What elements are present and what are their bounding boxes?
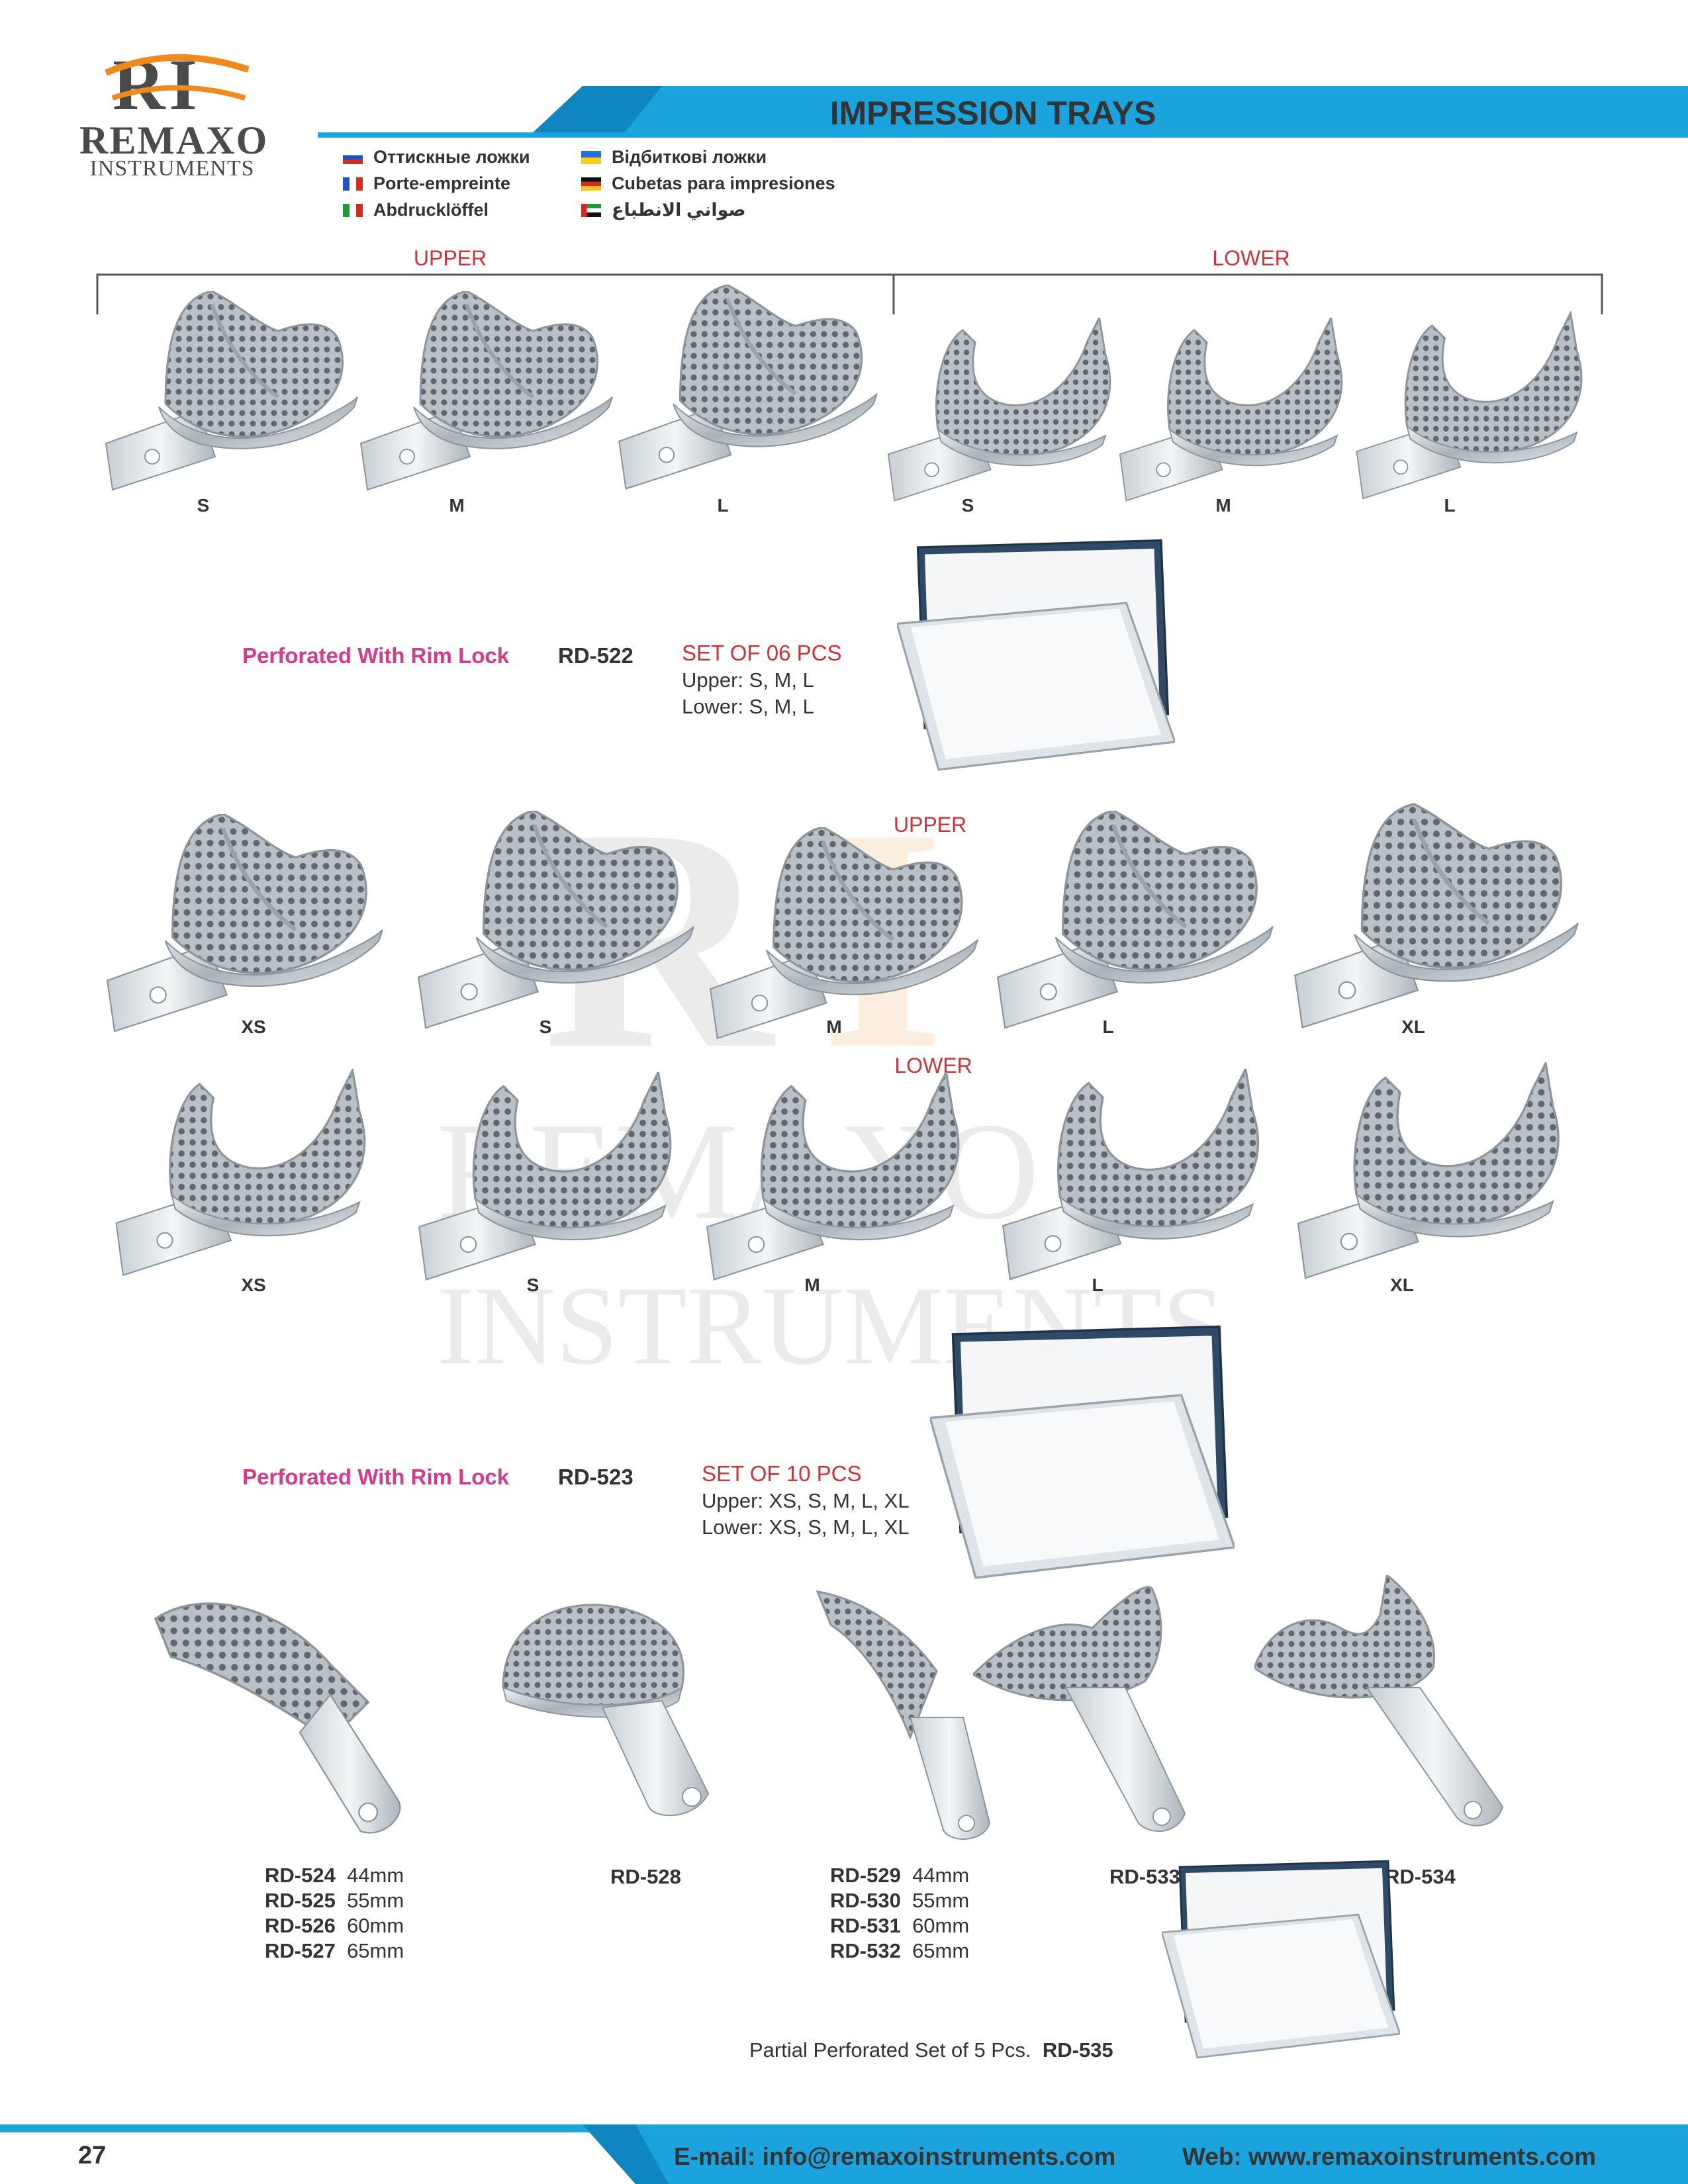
france-flag-icon (343, 177, 363, 191)
brand-subtitle: INSTRUMENTS (89, 156, 255, 181)
set-box-rd522-image (897, 539, 1175, 771)
footer-website[interactable]: Web: www.remaxoinstruments.com (1182, 2143, 1597, 2170)
upper-label: UPPER (413, 246, 487, 270)
brand-name: REMAXO (79, 118, 269, 162)
uae-flag-icon (581, 203, 601, 217)
tray-upper-m-image (354, 291, 619, 503)
rd524-527-list: RD-524 44mm RD-525 55mm RD-526 60mm RD-5… (265, 1863, 404, 1964)
tray-rd533-image (973, 1586, 1186, 1832)
footer-email[interactable]: E-mail: info@remaxoinstruments.com (674, 2143, 1116, 2170)
size-label: L (1444, 495, 1456, 516)
list-item: RD-530 55mm (830, 1889, 970, 1912)
header-band (318, 86, 1688, 138)
size-label: S (197, 495, 210, 516)
brand-logo-icon: R I (105, 46, 250, 119)
lang-ukrainian: Відбиткові ложки (581, 147, 767, 167)
tray-lower-xl-image (1297, 1062, 1560, 1279)
size-label: XL (1390, 1275, 1414, 1295)
size-label: L (1102, 1017, 1114, 1037)
page-number: 27 (78, 2142, 107, 2169)
list-item: RD-524 44mm (265, 1864, 404, 1887)
lang-italian: Abdrucklöffel (343, 200, 489, 220)
size-label: M (804, 1275, 820, 1295)
size-label: M (449, 495, 465, 516)
germany-flag-icon (581, 177, 601, 191)
page-title: IMPRESSION TRAYS (829, 95, 1156, 132)
size-label: XS (241, 1275, 266, 1295)
tray-lower-m2-image (706, 1072, 960, 1281)
list-item: RD-526 60mm (265, 1914, 404, 1937)
size-label: M (1215, 495, 1231, 516)
size-label: L (1092, 1275, 1103, 1295)
lang-french: Porte-empreinte (343, 173, 510, 194)
tray-upper-xs-image (99, 814, 391, 1046)
set-title: SET OF 10 PCS (702, 1461, 862, 1486)
size-label: S (539, 1017, 552, 1037)
tray-upper-l-image (612, 285, 884, 503)
list-item: RD-529 44mm (830, 1864, 970, 1887)
rd528-code: RD-528 (610, 1865, 681, 1888)
set-lower-line: Lower: S, M, L (682, 695, 814, 718)
tray-upper-s-image (99, 291, 364, 503)
lower-label: LOWER (1212, 246, 1290, 270)
tray-rd528-image (502, 1604, 710, 1817)
list-item: RD-531 60mm (830, 1914, 970, 1937)
tray-partial-rd524-image (154, 1602, 402, 1835)
set-upper-line: Upper: XS, S, M, L, XL (702, 1489, 910, 1512)
size-label: XS (241, 1017, 266, 1037)
size-label: L (717, 495, 729, 516)
tray-upper-xl-image (1288, 801, 1585, 1046)
set-lower-line: Lower: XS, S, M, L, XL (702, 1516, 910, 1539)
tray-lower-m-image (1119, 318, 1343, 502)
russia-flag-icon (343, 150, 363, 164)
rd534-code: RD-534 (1385, 1865, 1456, 1888)
set-title: SET OF 06 PCS (682, 641, 842, 665)
product-name: Perforated With Rim Lock (242, 1465, 510, 1489)
tray-lower-s-image (887, 318, 1111, 502)
tray-lower-s2-image (418, 1072, 672, 1281)
footer-band (0, 2124, 1688, 2184)
tray-upper-l2-image (990, 811, 1281, 1042)
tray-lower-l2-image (1002, 1069, 1260, 1281)
rd529-532-list: RD-529 44mm RD-530 55mm RD-531 60mm RD-5… (830, 1863, 969, 1964)
size-label: S (961, 495, 974, 516)
partial-set-caption: Partial Perforated Set of 5 Pcs. RD-535 (749, 2038, 1113, 2062)
set-upper-line: Upper: S, M, L (682, 668, 814, 692)
upper-label: UPPER (893, 813, 967, 837)
list-item: RD-527 65mm (265, 1939, 404, 1962)
tray-lower-xs-image (115, 1069, 366, 1277)
lang-russian: Оттискные ложки (343, 147, 530, 167)
tray-rd534-image (1254, 1575, 1504, 1827)
list-item: RD-532 65mm (830, 1939, 970, 1962)
ukraine-flag-icon (581, 150, 601, 164)
size-label: XL (1401, 1017, 1425, 1037)
product-name: Perforated With Rim Lock (242, 643, 510, 668)
product-code: RD-522 (558, 643, 633, 668)
lang-arabic: صواني الانطباع (581, 200, 746, 220)
tray-upper-s2-image (410, 811, 702, 1042)
tray-lower-l-image (1356, 312, 1583, 500)
set-box-rd535-image (1162, 1860, 1400, 2059)
rd533-code: RD-533 (1109, 1865, 1180, 1888)
product-code: RD-523 (558, 1465, 633, 1489)
list-item: RD-525 55mm (265, 1889, 404, 1912)
set-box-rd523-image (930, 1325, 1235, 1579)
upper-lower-bracket (96, 273, 1603, 314)
tray-partial-rd529-image (816, 1590, 991, 1840)
lower-label: LOWER (894, 1054, 972, 1077)
size-label: M (826, 1017, 842, 1037)
lang-spanish: Cubetas para impresiones (581, 173, 835, 194)
size-label: S (526, 1275, 539, 1295)
italy-flag-icon (343, 203, 363, 217)
